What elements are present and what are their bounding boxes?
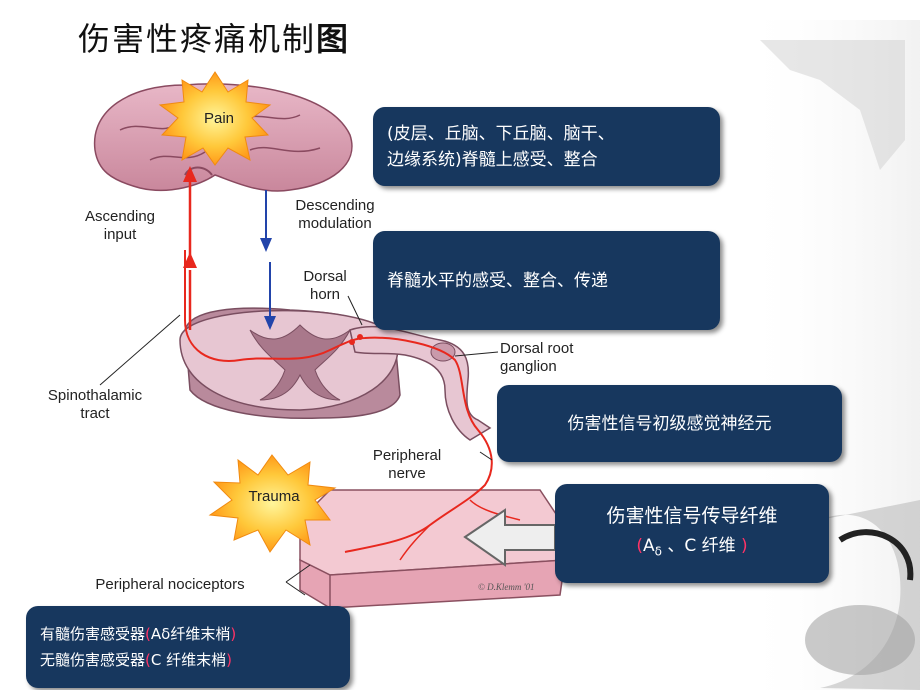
illustration-credit: © D.Klemm '01 <box>478 582 535 592</box>
primary-neuron-info-box: 伤害性信号初级感觉神经元 <box>497 385 842 462</box>
fiber-info-box: 伤害性信号传导纤维 (Aδ 、C 纤维 ) <box>555 484 829 583</box>
spinal-level-info-box: 脊髓水平的感受、整合、传递 <box>373 231 720 330</box>
fiber-title: 伤害性信号传导纤维 <box>606 504 778 527</box>
descending-modulation-label: Descending modulation <box>295 197 375 232</box>
pain-label: Pain <box>203 110 235 127</box>
peripheral-nociceptors-label: Peripheral nociceptors <box>95 576 245 593</box>
trauma-label: Trauma <box>248 488 300 505</box>
receptor-info-box: 有髓伤害感受器(Aδ纤维末梢) 无髓伤害感受器(C 纤维末梢) <box>26 606 350 688</box>
spinothalamic-tract-label: Spinothalamic tract <box>47 387 143 422</box>
ascending-arrow-icon <box>183 166 197 330</box>
dorsal-root-ganglion-label: Dorsal root ganglion <box>500 340 574 375</box>
page-title: 伤害性疼痛机制图 <box>78 20 351 58</box>
spinal-cord-illustration <box>179 307 492 441</box>
descending-arrow-icon <box>260 190 276 330</box>
pain-star-icon <box>158 71 272 166</box>
ascending-input-label: Ascending input <box>84 208 156 243</box>
skin-tissue-illustration <box>299 489 566 609</box>
receptor-unmyelinated: 无髓伤害感受器(C 纤维末梢) <box>40 651 232 669</box>
supraspinal-info-box: (皮层、丘脑、下丘脑、脑干、 边缘系统)脊髓上感受、整合 <box>373 107 720 186</box>
peripheral-nerve-label: Peripheral nerve <box>372 447 442 482</box>
trauma-star-icon <box>208 454 337 553</box>
leader-lines <box>99 295 499 596</box>
receptor-myelinated: 有髓伤害感受器(Aδ纤维末梢) <box>40 625 237 643</box>
dorsal-horn-label: Dorsal horn <box>303 268 347 303</box>
supraspinal-line2: 边缘系统)脊髓上感受、整合 <box>387 149 598 170</box>
supraspinal-line1: (皮层、丘脑、下丘脑、脑干、 <box>387 123 615 144</box>
fiber-types: (Aδ 、C 纤维 ) <box>636 535 748 559</box>
spinal-level-text: 脊髓水平的感受、整合、传递 <box>387 270 608 291</box>
primary-neuron-text: 伤害性信号初级感觉神经元 <box>567 413 772 434</box>
background-decoration <box>740 20 920 690</box>
nerve-pathway <box>184 250 521 561</box>
